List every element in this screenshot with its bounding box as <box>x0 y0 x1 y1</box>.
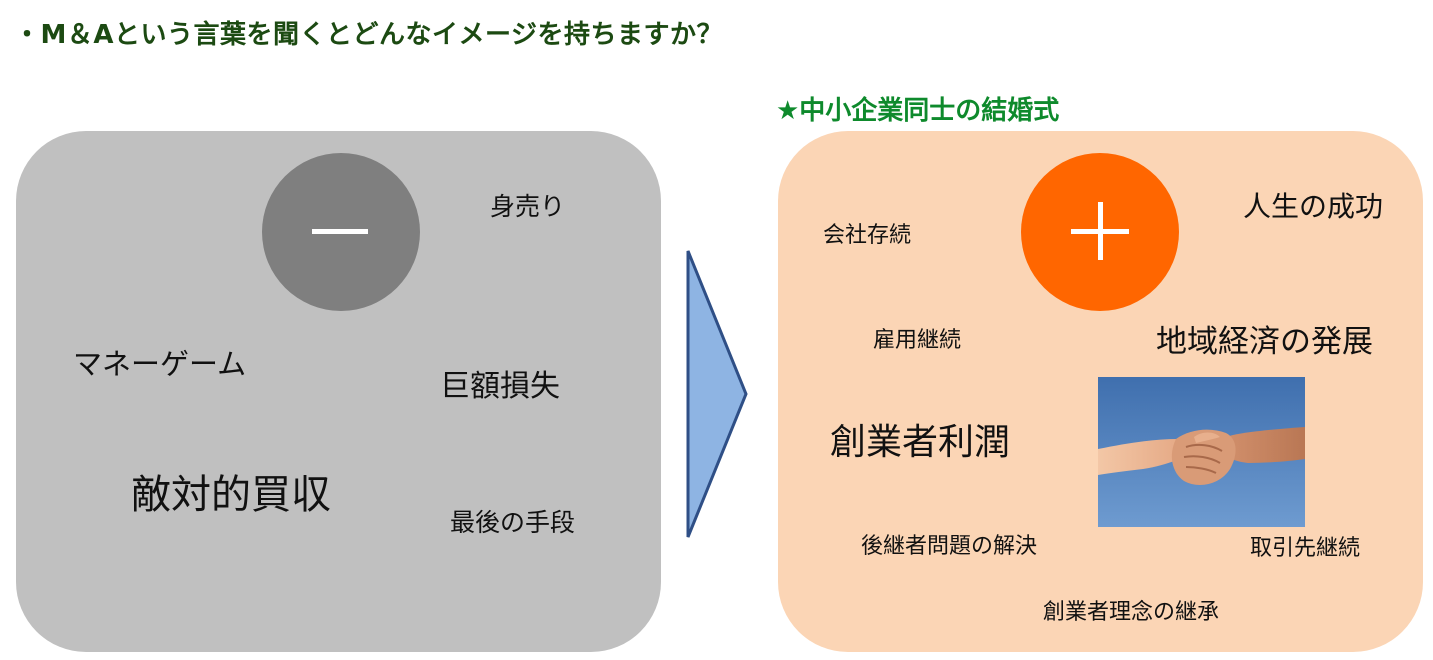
positive-word-succession-solution: 後継者問題の解決 <box>861 534 1038 559</box>
page-title: ・M＆Aという言葉を聞くとどんなイメージを持ちますか？ <box>14 20 723 50</box>
negative-word-hostile-takeover: 敵対的買収 <box>131 472 331 518</box>
plus-icon <box>1021 153 1179 311</box>
arrow-shape <box>686 250 748 538</box>
plus-bar-vertical <box>1098 202 1103 260</box>
handshake-image <box>1098 377 1305 527</box>
negative-word-miuri: 身売り <box>490 192 566 221</box>
fingers <box>1183 443 1223 474</box>
negative-word-money-game: マネーゲーム <box>73 347 247 381</box>
minus-bar <box>312 229 368 234</box>
minus-icon <box>262 153 420 311</box>
positive-word-company-survival: 会社存続 <box>823 223 912 248</box>
negative-word-last-resort: 最後の手段 <box>450 508 576 537</box>
thumb <box>1194 432 1220 443</box>
negative-word-huge-loss: 巨額損失 <box>440 369 560 404</box>
positive-word-business-partners: 取引先継続 <box>1250 536 1361 561</box>
positive-word-life-success: 人生の成功 <box>1243 190 1384 223</box>
positive-word-founder-philosophy: 創業者理念の継承 <box>1043 600 1220 625</box>
positive-word-founder-profit: 創業者利潤 <box>830 422 1011 463</box>
positive-word-regional-economy: 地域経済の発展 <box>1156 324 1373 360</box>
right-arrow-icon <box>686 250 748 538</box>
section-subtitle: ★中小企業同士の結婚式 <box>776 96 1060 126</box>
positive-word-employment: 雇用継続 <box>873 328 962 353</box>
